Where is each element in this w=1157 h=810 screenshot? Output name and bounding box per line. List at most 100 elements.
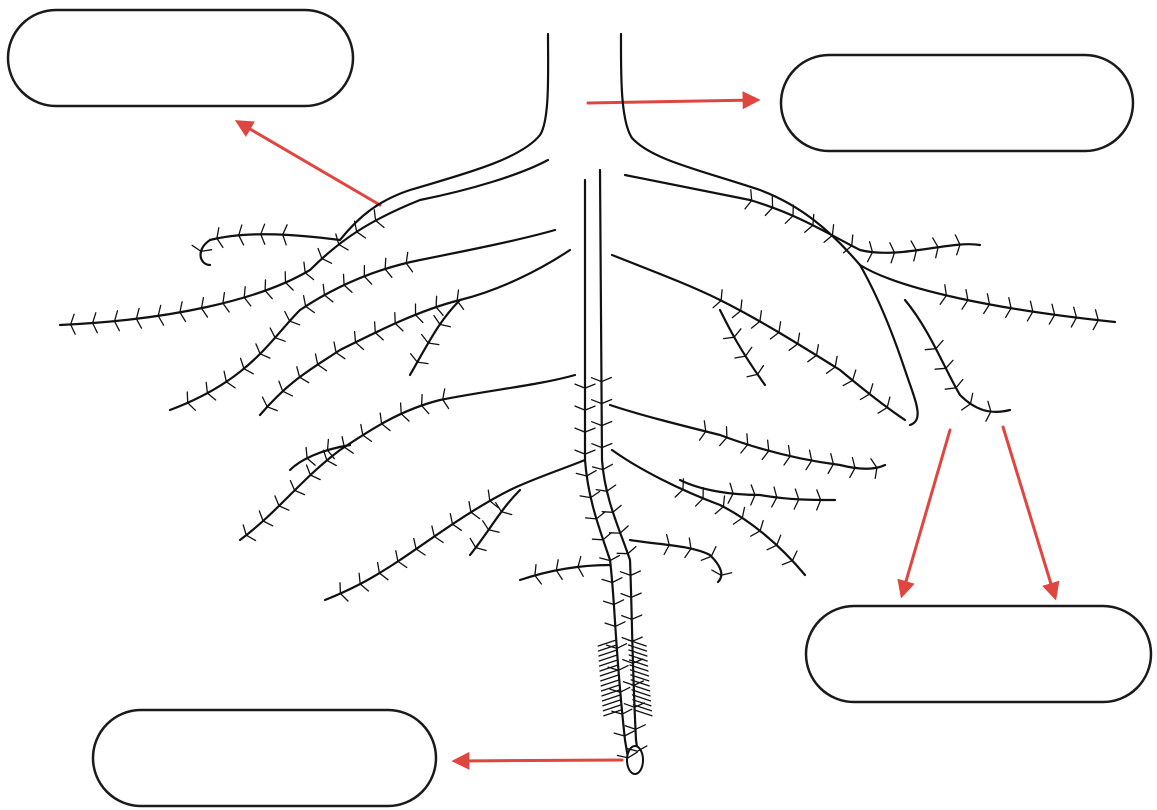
root-hair xyxy=(339,245,348,250)
root-hair xyxy=(283,235,287,245)
root-hair xyxy=(614,733,624,736)
root-hair xyxy=(578,567,583,576)
root-hair xyxy=(618,666,628,671)
root-hair xyxy=(891,253,894,263)
root-hair xyxy=(436,307,443,315)
root-hair xyxy=(604,601,614,604)
root-hair xyxy=(356,342,364,349)
root-hair xyxy=(770,333,779,340)
root-hair xyxy=(734,329,741,337)
root-hair xyxy=(575,450,585,454)
root-hair xyxy=(1030,301,1033,311)
root-hair xyxy=(414,539,416,550)
taproot-hair xyxy=(603,705,621,711)
root-hair xyxy=(416,315,423,323)
root-hair xyxy=(207,393,215,400)
root-hair xyxy=(483,521,489,530)
arrow-to-top-left xyxy=(238,122,380,205)
root-hair xyxy=(615,622,625,627)
taproot-hair xyxy=(601,675,619,681)
root-hair xyxy=(202,308,208,317)
root-hair xyxy=(613,505,621,512)
root-hair xyxy=(792,551,797,561)
root-hair xyxy=(359,573,360,584)
root-hair xyxy=(206,382,207,393)
label-box-top-right[interactable] xyxy=(781,55,1133,151)
root-hair xyxy=(751,485,755,495)
label-box-top-left[interactable] xyxy=(8,10,353,106)
root-hair xyxy=(285,312,290,322)
root-hair xyxy=(305,273,313,280)
root-hair xyxy=(966,290,968,301)
root-hair xyxy=(768,440,769,451)
root-hair xyxy=(344,285,352,292)
root-hair xyxy=(751,531,760,536)
root-hair xyxy=(720,438,727,446)
root-hair xyxy=(270,328,275,338)
taproot-hair xyxy=(601,680,619,686)
root-hair xyxy=(416,549,425,555)
root-hair xyxy=(602,579,612,582)
lateral-root-left-4 xyxy=(325,460,585,600)
root-hair xyxy=(180,312,186,321)
root-hair xyxy=(295,490,305,494)
root-hair xyxy=(440,324,451,326)
root-hair xyxy=(701,556,711,560)
root-hair xyxy=(576,473,586,476)
label-box-bottom-right[interactable] xyxy=(806,606,1151,702)
root-hair xyxy=(925,349,936,350)
root-hair xyxy=(226,382,235,388)
root-hair xyxy=(265,291,272,299)
root-hair xyxy=(683,479,684,490)
root-hair xyxy=(933,238,938,247)
root-hair xyxy=(760,311,762,322)
root-hair xyxy=(956,380,963,388)
root-hair xyxy=(71,314,75,324)
root-hair xyxy=(592,444,602,448)
root-hair xyxy=(782,561,792,565)
taproot-hair xyxy=(599,655,617,661)
root-hair xyxy=(256,344,260,354)
root-hair xyxy=(986,412,991,422)
root-hair xyxy=(614,600,624,605)
root-hair xyxy=(263,397,268,407)
root-hair xyxy=(297,367,300,377)
root-hair xyxy=(432,526,434,537)
root-hair xyxy=(422,335,429,344)
lateral-root-right-1c xyxy=(905,300,1010,412)
root-hair xyxy=(875,468,877,479)
root-hair xyxy=(158,305,161,315)
root-hair xyxy=(239,225,242,235)
lateral-root-right-4 xyxy=(612,450,805,575)
root-hair xyxy=(774,487,777,497)
root-hair xyxy=(602,378,612,382)
label-box-bottom-left[interactable] xyxy=(93,710,436,806)
arrow-to-top-right xyxy=(588,100,757,103)
root-hair xyxy=(887,397,890,407)
root-hair xyxy=(723,496,724,507)
root-hair xyxy=(945,285,947,296)
root-hair xyxy=(1006,308,1012,317)
root-hair xyxy=(777,535,781,545)
root-hair xyxy=(344,274,345,285)
root-hair xyxy=(721,290,722,301)
root-hair xyxy=(871,459,877,468)
root-hair xyxy=(591,492,600,498)
root-hair xyxy=(784,456,790,465)
root-hair xyxy=(283,391,293,396)
root-hair xyxy=(406,263,412,272)
root-hair xyxy=(751,190,752,201)
root-hair xyxy=(936,247,938,258)
root-hair xyxy=(136,308,139,318)
root-hair xyxy=(911,241,916,250)
root-hair xyxy=(376,221,384,228)
root-hair xyxy=(620,526,628,533)
root-hair xyxy=(406,252,408,263)
root-hair xyxy=(817,345,819,356)
root-hair xyxy=(603,533,611,540)
root-hair xyxy=(935,368,946,369)
root-hair xyxy=(279,506,289,510)
root-hair xyxy=(962,300,968,309)
root-hair xyxy=(843,380,852,385)
root-hair xyxy=(762,451,769,460)
